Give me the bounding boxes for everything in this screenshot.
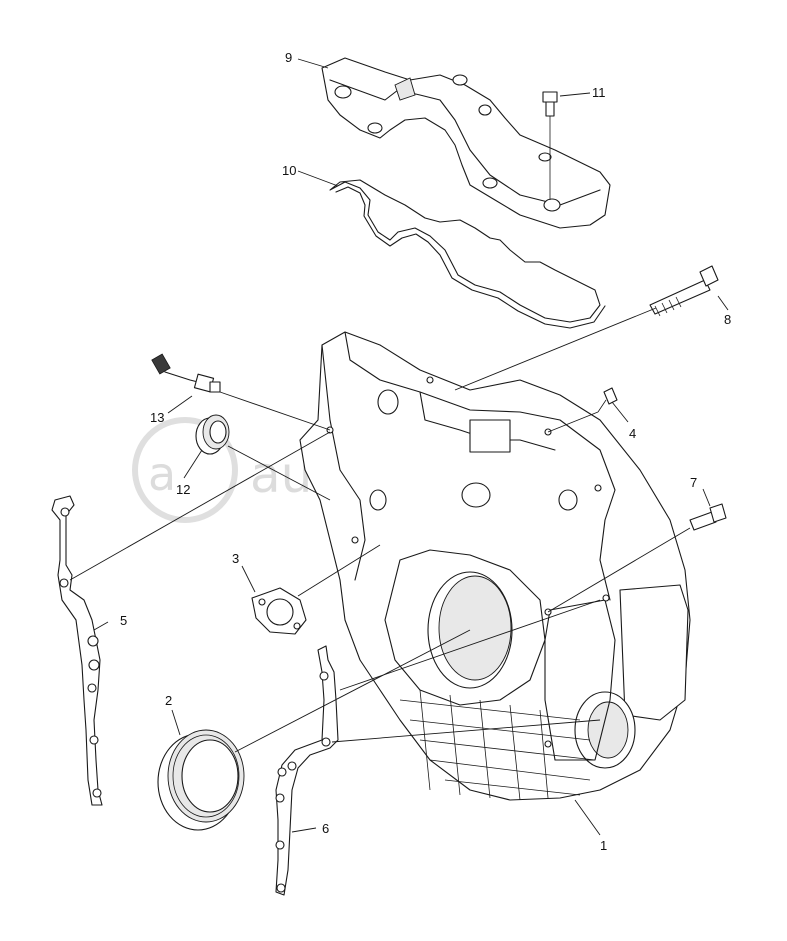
part-11-bolt	[542, 91, 558, 200]
callout-2: 2	[165, 693, 172, 708]
part-7-bolt	[689, 503, 727, 531]
callout-1: 1	[600, 838, 607, 853]
callout-3: 3	[232, 551, 239, 566]
callout-7: 7	[690, 475, 697, 490]
part-8-bolt	[649, 265, 719, 317]
part-13-sensor	[151, 353, 221, 393]
part-12-seal	[195, 414, 230, 455]
part-6-gasket	[275, 645, 339, 896]
part-1-housing	[299, 331, 691, 801]
svg-text:a: a	[148, 447, 176, 501]
part-5-gasket	[51, 495, 103, 806]
callout-labels: 9 10 11 8 4 7 13 12 3 5 2 6 1	[120, 50, 731, 853]
part-10-gasket	[329, 179, 606, 329]
callout-13: 13	[150, 410, 164, 425]
callout-6: 6	[322, 821, 329, 836]
part-2-seal	[157, 729, 245, 831]
leader-lines	[69, 58, 729, 836]
part-4-bolt	[597, 387, 618, 413]
callout-11: 11	[592, 85, 606, 100]
part-9-cover	[321, 57, 611, 229]
callout-9: 9	[285, 50, 292, 65]
callout-8: 8	[724, 312, 731, 327]
callout-10: 10	[282, 163, 296, 178]
part-3-gasket	[251, 587, 307, 635]
callout-4: 4	[629, 426, 636, 441]
callout-5: 5	[120, 613, 127, 628]
callout-12: 12	[176, 482, 190, 497]
